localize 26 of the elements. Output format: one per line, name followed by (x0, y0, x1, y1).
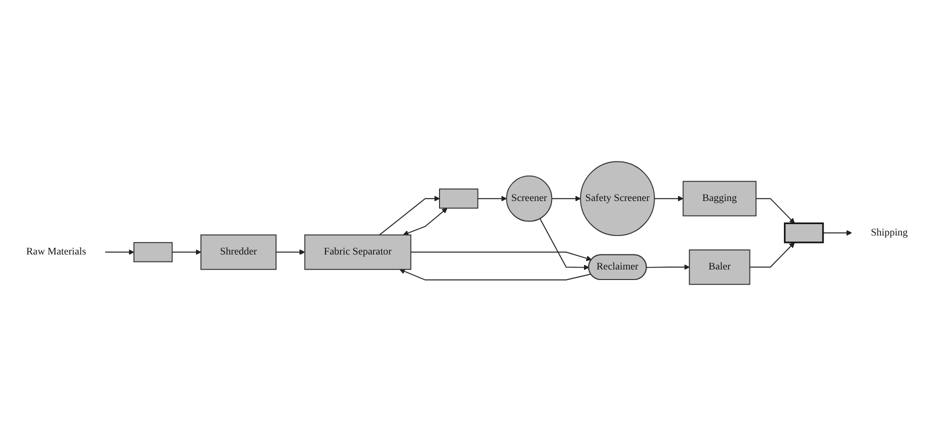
node-box: Shredder (200, 234, 277, 270)
node-box: Baler (688, 248, 750, 284)
node-box: Fabric Separator (304, 234, 412, 270)
node-box (439, 188, 478, 208)
arrow (646, 264, 690, 270)
arrow (539, 218, 590, 270)
arrow (410, 251, 592, 261)
arrow (402, 207, 448, 236)
node-box (133, 242, 173, 262)
arrow (551, 195, 581, 201)
arrow (104, 248, 134, 254)
arrow (477, 195, 507, 201)
arrow (276, 248, 306, 254)
arrow (749, 242, 795, 268)
arrow (378, 195, 440, 235)
node-text: Raw Materials (26, 246, 86, 257)
arrow (654, 195, 684, 201)
arrow (399, 268, 592, 280)
node-bar (784, 222, 824, 243)
node-circle: Screener (506, 174, 552, 222)
arrow (756, 198, 795, 224)
arrow (172, 248, 202, 254)
arrow (822, 230, 852, 236)
node-text: Shipping (870, 226, 908, 238)
node-box: Bagging (682, 180, 756, 216)
node-circle: Safety Screener (580, 160, 655, 236)
